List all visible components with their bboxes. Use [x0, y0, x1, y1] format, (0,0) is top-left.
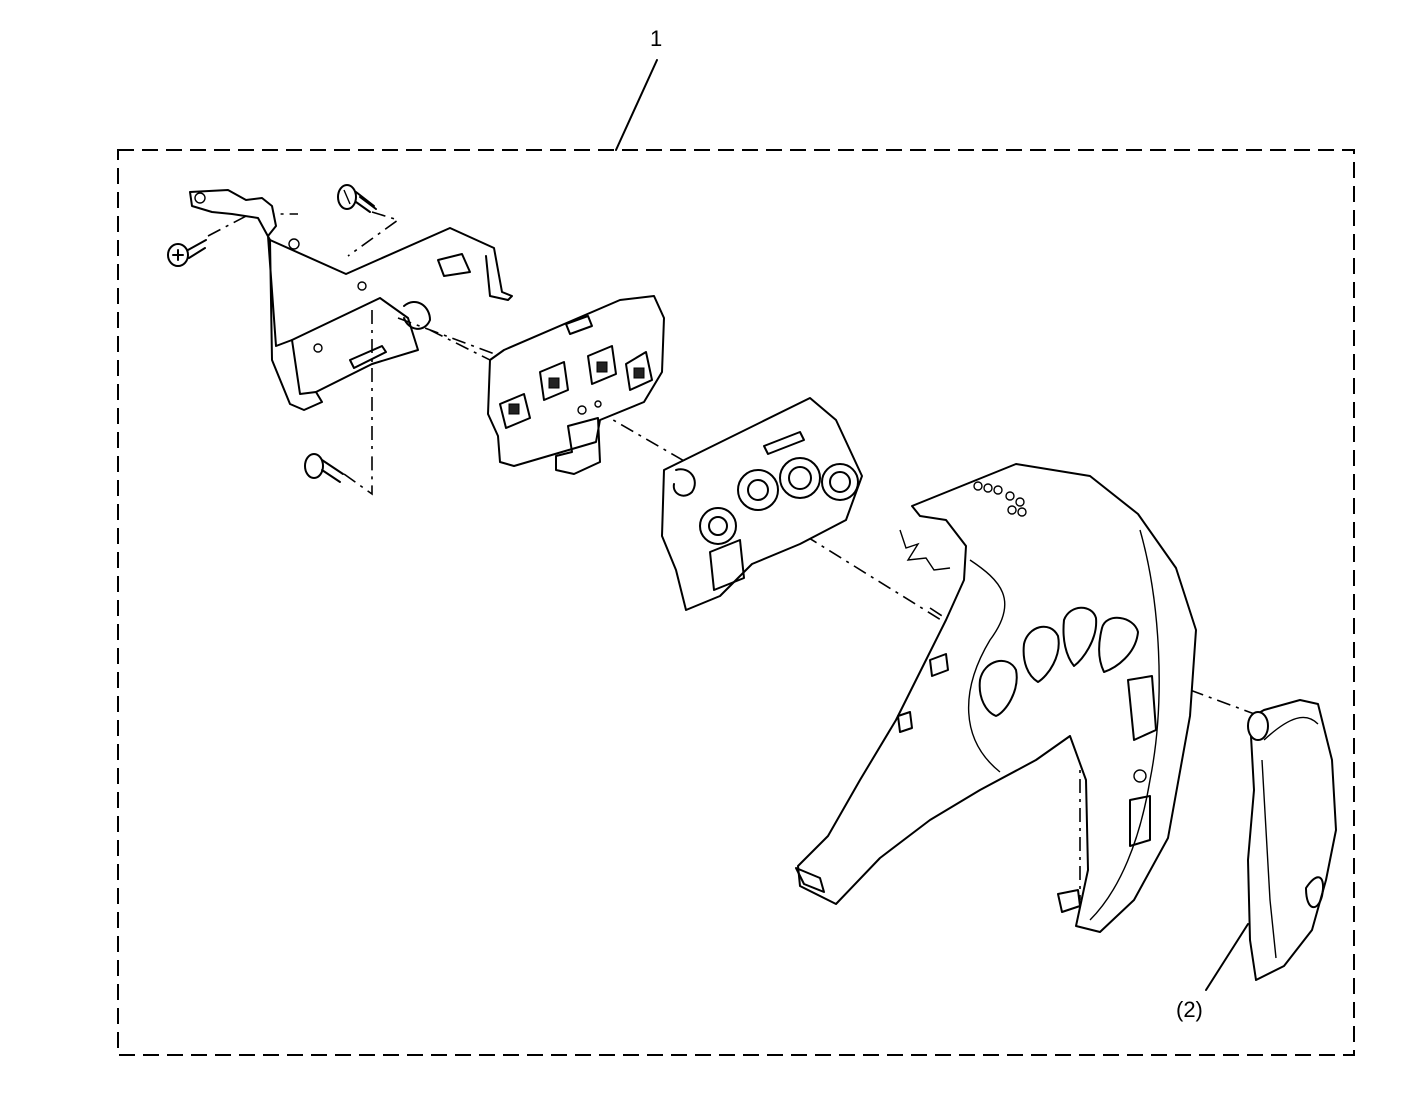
rear-cover-vent-holes [973, 481, 1027, 517]
switch-pad-4 [625, 351, 653, 391]
button-holder-knob-3 [779, 457, 821, 499]
rear-cover-button-openings [978, 606, 1139, 717]
side-panel-part-2 [1247, 699, 1337, 981]
callout-part-number: (2) [1176, 997, 1203, 1022]
assembly-boundary-frame [117, 149, 1355, 1056]
switch-circuit-board [487, 295, 665, 475]
metal-bracket [189, 189, 513, 411]
rear-cover [795, 463, 1197, 933]
callout-1-leader-line [615, 59, 658, 151]
button-holder-knob-2 [737, 469, 779, 511]
callout-assembly-number: 1 [650, 26, 663, 51]
switch-pad-1 [499, 393, 531, 429]
button-holder-knob-1 [699, 507, 737, 545]
switch-pad-2 [539, 361, 569, 401]
button-holder-knob-4 [821, 463, 859, 501]
screw-left [167, 239, 207, 267]
screw-bottom [304, 453, 344, 483]
switch-pad-3 [587, 345, 617, 385]
button-holder [661, 397, 863, 611]
callout-2-leader-line [1205, 923, 1249, 991]
screw-top [337, 184, 377, 213]
